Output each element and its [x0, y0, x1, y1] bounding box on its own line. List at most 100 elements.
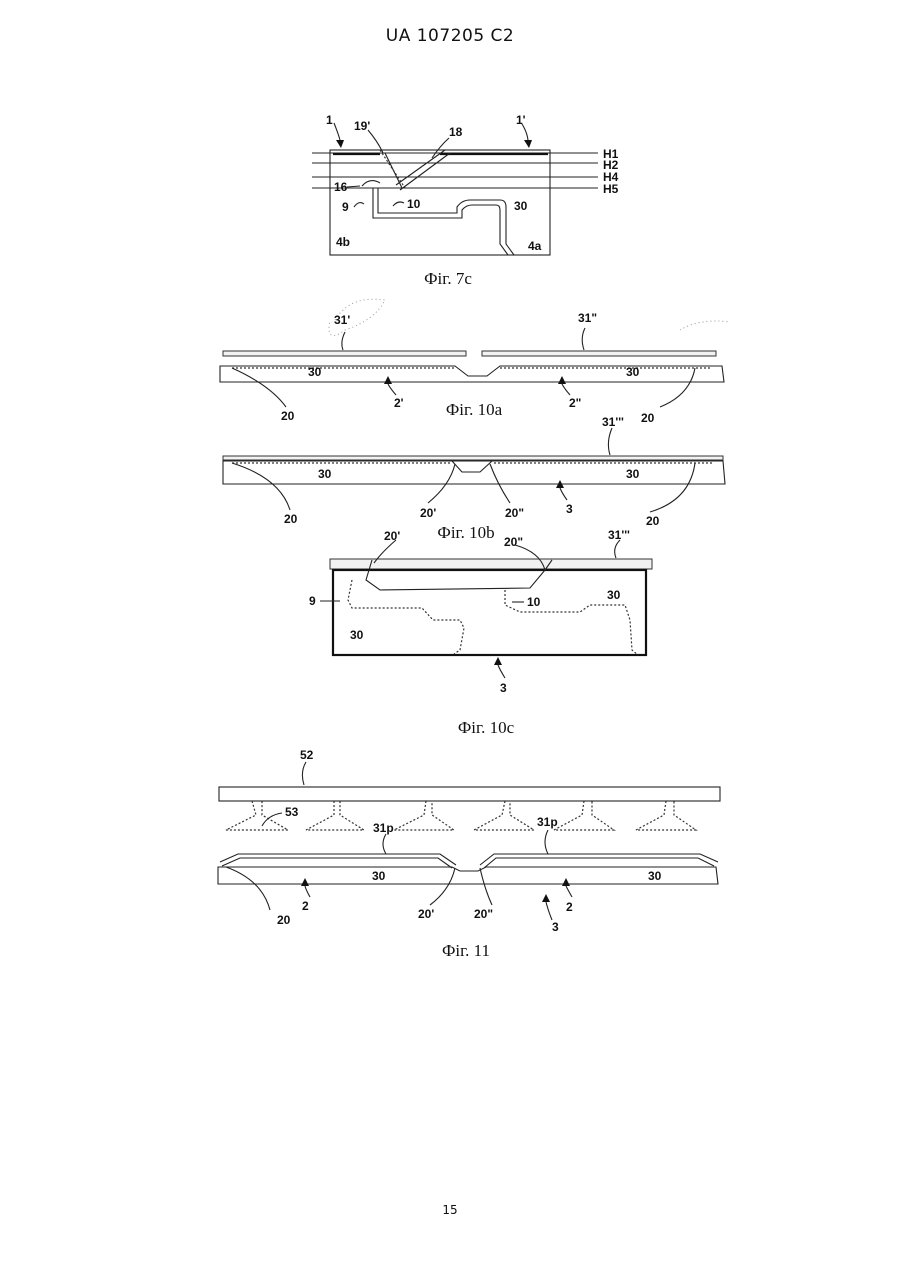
- leader-9: [354, 203, 364, 207]
- label-18: 18: [449, 125, 463, 139]
- caption-fig10c: Фіг. 10c: [458, 718, 515, 737]
- leader-1: [334, 123, 340, 140]
- plate-31p: [223, 351, 466, 356]
- arrow-2-right: [562, 878, 570, 886]
- leader-3-11: [546, 902, 552, 920]
- nozzle-4: [474, 801, 534, 830]
- label-20-11: 20: [277, 913, 291, 927]
- leader-2-left: [305, 886, 310, 897]
- label-20pp-11: 20": [474, 907, 493, 921]
- caption-fig10b: Фіг. 10b: [437, 523, 494, 542]
- arrow-3-11: [542, 894, 550, 902]
- label-20-left-10a: 20: [281, 409, 295, 423]
- leader-20-left-10b: [232, 463, 290, 510]
- diagonal-18: [396, 150, 445, 185]
- label-4a: 4a: [528, 239, 542, 253]
- figure-10a: 31' 31" 30 30 20 2' 2" 20 Фіг. 10a: [220, 299, 730, 425]
- scribble-right: [680, 321, 730, 330]
- label-31p-right: 31p: [537, 815, 558, 829]
- leader-31p-right: [545, 830, 548, 854]
- label-3-10b: 3: [566, 502, 573, 516]
- left-profile-10c: [348, 580, 464, 654]
- film-31p-right: [480, 854, 718, 865]
- label-30-right-10a: 30: [626, 365, 640, 379]
- label-30-left-10a: 30: [308, 365, 322, 379]
- nozzle-6: [636, 801, 696, 830]
- label-20-left-10b: 20: [284, 512, 298, 526]
- label-31ppp-10c: 31''': [608, 528, 630, 542]
- label-20-right-10a: 20: [641, 411, 655, 425]
- label-30: 30: [514, 199, 528, 213]
- diagonal-18-b: [400, 153, 450, 190]
- label-30-right-11: 30: [648, 869, 662, 883]
- caption-fig10a: Фіг. 10a: [446, 400, 503, 419]
- arrow-3-10c: [494, 657, 502, 665]
- label-31p-left: 31p: [373, 821, 394, 835]
- label-9: 9: [342, 200, 349, 214]
- leader-16: [347, 186, 360, 187]
- fig10c-panel-outline: [333, 570, 646, 655]
- label-9-10c: 9: [309, 594, 316, 608]
- leader-52: [302, 762, 306, 785]
- label-52: 52: [300, 748, 314, 762]
- label-19p: 19': [354, 119, 370, 133]
- label-20pp-10b: 20": [505, 506, 524, 520]
- label-30-right-10c: 30: [607, 588, 621, 602]
- label-3-11: 3: [552, 920, 559, 934]
- plate-31ppp-10c: [330, 559, 652, 569]
- leader-2p: [388, 384, 396, 395]
- label-16: 16: [334, 180, 348, 194]
- label-10-10c: 10: [527, 595, 541, 609]
- leader-20pp-11: [480, 868, 492, 905]
- leader-31pp: [582, 328, 585, 350]
- label-20p-11: 20': [418, 907, 434, 921]
- label-h5: H5: [603, 182, 619, 196]
- figure-11: 52 53 31p 31p 30 30 20 2 20' 20" 2 3 Фіг…: [218, 748, 720, 960]
- label-20p-10c: 20': [384, 529, 400, 543]
- leader-20-left-10a: [232, 368, 286, 407]
- label-30-left-10c: 30: [350, 628, 364, 642]
- label-30-left-10b: 30: [318, 467, 332, 481]
- arrow-1: [336, 140, 344, 148]
- label-2-right: 2: [566, 900, 573, 914]
- label-1: 1: [326, 113, 333, 127]
- nozzle-5: [554, 801, 614, 830]
- label-30-right-10b: 30: [626, 467, 640, 481]
- label-20pp-10c: 20": [504, 535, 523, 549]
- label-10: 10: [407, 197, 421, 211]
- label-20-right-10b: 20: [646, 514, 660, 528]
- leader-3-10c: [498, 665, 505, 678]
- label-31ppp-10b: 31''': [602, 415, 624, 429]
- panel-body-11: [218, 867, 718, 884]
- fig7c-profile: [373, 188, 508, 255]
- plate-31ppp-10b: [223, 456, 723, 460]
- nozzle-2: [306, 801, 364, 830]
- figure-7c: 1 19' 18 1' H1 H2 H4 H5 16 9 10 30 4b 4a…: [312, 113, 619, 288]
- hook-16: [362, 181, 380, 186]
- fig7c-profile-inner: [378, 188, 514, 255]
- label-31p: 31': [334, 313, 350, 327]
- press-plate-52: [219, 787, 720, 801]
- caption-fig11: Фіг. 11: [442, 941, 490, 960]
- label-2pp: 2": [569, 396, 581, 410]
- leader-20-right-10a: [660, 368, 695, 407]
- label-4b: 4b: [336, 235, 350, 249]
- leader-31ppp-10b: [608, 428, 612, 455]
- label-30-left-11: 30: [372, 869, 386, 883]
- film-31p-left: [220, 854, 456, 865]
- joint-10b: [452, 461, 492, 472]
- leader-20p-11: [430, 868, 455, 905]
- label-2p: 2': [394, 396, 404, 410]
- leader-53: [262, 813, 282, 826]
- label-31pp: 31": [578, 311, 597, 325]
- caption-fig7c: Фіг. 7c: [424, 269, 472, 288]
- arrow-2-left: [301, 878, 309, 886]
- page-number: 15: [0, 1203, 900, 1217]
- label-3-10c: 3: [500, 681, 507, 695]
- leader-20-right-10b: [650, 463, 695, 512]
- figure-10b: 31''' 30 30 20 20' 20" 3 20 Фіг. 10b: [223, 415, 725, 542]
- leader-31p-left: [383, 834, 386, 854]
- arrow-1p: [524, 140, 532, 148]
- label-20p-10b: 20': [420, 506, 436, 520]
